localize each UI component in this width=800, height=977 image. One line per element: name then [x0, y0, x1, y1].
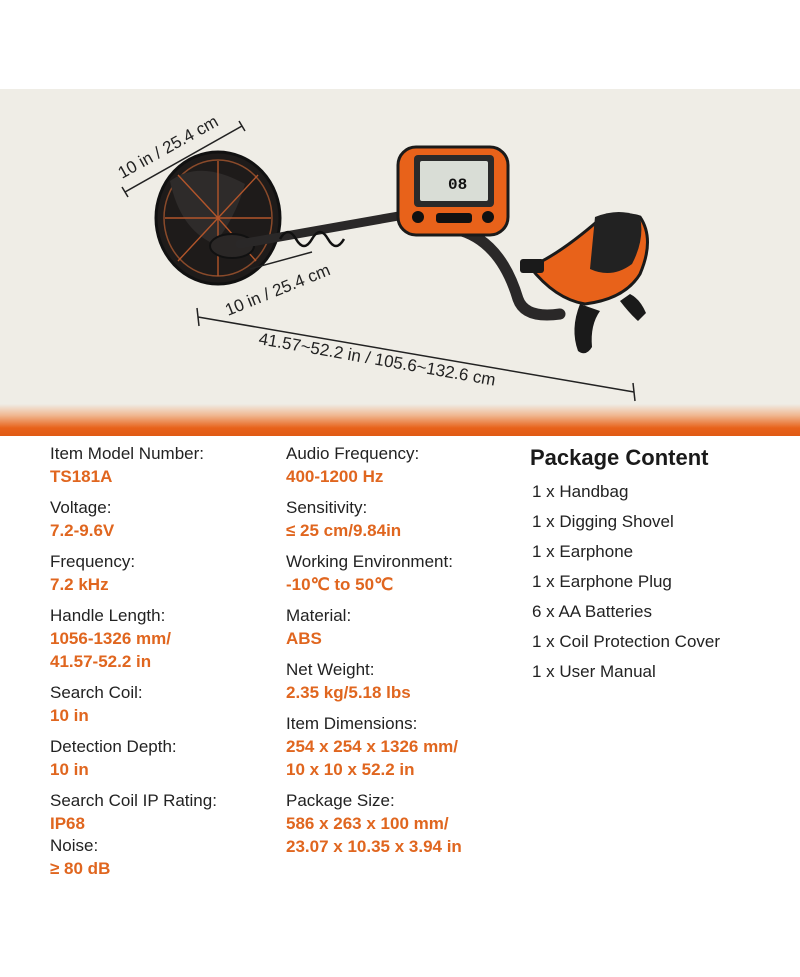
spec-item: Item Model Number: TS181A — [50, 443, 275, 488]
spec-value: 400-1200 Hz — [286, 467, 384, 486]
spec-label: Frequency: — [50, 552, 136, 571]
spec-value: 23.07 x 10.35 x 3.94 in — [286, 837, 462, 856]
spec-value: 254 x 254 x 1326 mm/ — [286, 737, 459, 756]
spec-item: Handle Length: 1056-1326 mm/ 41.57-52.2 … — [50, 605, 275, 673]
spec-item: Sensitivity: ≤ 25 cm/9.84in — [286, 497, 521, 542]
spec-label: Search Coil: — [50, 683, 143, 702]
spec-label: Item Model Number: — [50, 444, 204, 463]
total-length-label: 41.57~52.2 in / 105.6~132.6 cm — [257, 329, 497, 389]
spec-value: ≤ 25 cm/9.84in — [286, 521, 402, 540]
detector-shaft — [235, 208, 566, 321]
spec-value: ABS — [286, 629, 322, 648]
arm-rest — [520, 212, 649, 354]
search-coil — [154, 150, 282, 286]
accent-divider — [0, 404, 800, 436]
spec-label: Voltage: — [50, 498, 112, 517]
spec-value: 586 x 263 x 100 mm/ — [286, 814, 449, 833]
spec-value: 2.35 kg/5.18 lbs — [286, 683, 411, 702]
spec-value: 1056-1326 mm/ — [50, 629, 171, 648]
spec-item: Search Coil IP Rating: IP68 — [50, 790, 275, 835]
spec-item: Working Environment: -10℃ to 50℃ — [286, 551, 521, 596]
spec-label: Item Dimensions: — [286, 714, 418, 733]
spec-value: 10 in — [50, 760, 89, 779]
spec-label: Audio Frequency: — [286, 444, 420, 463]
package-item: 1 x Earphone — [532, 542, 634, 561]
spec-value: 10 x 10 x 52.2 in — [286, 760, 415, 779]
spec-item: Net Weight: 2.35 kg/5.18 lbs — [286, 659, 521, 704]
package-item: 1 x Handbag — [532, 482, 629, 501]
specs-column-right: Audio Frequency: 400-1200 Hz Sensitivity… — [286, 443, 521, 867]
spec-value: TS181A — [50, 467, 113, 486]
package-item: 1 x User Manual — [532, 662, 656, 681]
spec-label: Material: — [286, 606, 352, 625]
spec-item: Audio Frequency: 400-1200 Hz — [286, 443, 521, 488]
package-title: Package Content — [530, 445, 709, 470]
package-item: 1 x Earphone Plug — [532, 572, 672, 591]
package-item: 1 x Coil Protection Cover — [532, 632, 721, 651]
control-box: 08 — [396, 145, 510, 237]
spec-value: -10℃ to 50℃ — [286, 575, 394, 594]
spec-label: Search Coil IP Rating: — [50, 791, 217, 810]
spec-label: Detection Depth: — [50, 737, 177, 756]
spec-value: IP68 — [50, 814, 85, 833]
spec-value: 7.2 kHz — [50, 575, 109, 594]
display-reading: 08 — [448, 176, 467, 194]
package-item: 6 x AA Batteries — [532, 602, 653, 621]
spec-item: Search Coil: 10 in — [50, 682, 275, 727]
spec-item: Voltage: 7.2-9.6V — [50, 497, 275, 542]
spec-value: ≥ 80 dB — [50, 859, 111, 878]
spec-value: 41.57-52.2 in — [50, 652, 152, 671]
spec-item: Noise: ≥ 80 dB — [50, 835, 275, 880]
total-length-dimension: 41.57~52.2 in / 105.6~132.6 cm — [196, 307, 636, 402]
package-content: Package Content 1 x Handbag 1 x Digging … — [530, 443, 790, 692]
specs-column-left: Item Model Number: TS181A Voltage: 7.2-9… — [50, 443, 275, 889]
spec-label: Working Environment: — [286, 552, 453, 571]
spec-label: Handle Length: — [50, 606, 166, 625]
spec-item: Frequency: 7.2 kHz — [50, 551, 275, 596]
spec-item: Package Size: 586 x 263 x 100 mm/ 23.07 … — [286, 790, 521, 858]
spec-item: Item Dimensions: 254 x 254 x 1326 mm/ 10… — [286, 713, 521, 781]
product-hero: 10 in / 25.4 cm 10 in / 25.4 cm — [0, 89, 800, 404]
spec-label: Net Weight: — [286, 660, 375, 679]
spec-label: Package Size: — [286, 791, 395, 810]
spec-label: Noise: — [50, 836, 99, 855]
package-item: 1 x Digging Shovel — [532, 512, 674, 531]
metal-detector-illustration: 10 in / 25.4 cm 10 in / 25.4 cm — [115, 112, 649, 402]
spec-value: 10 in — [50, 706, 89, 725]
spec-label: Sensitivity: — [286, 498, 368, 517]
spec-item: Detection Depth: 10 in — [50, 736, 275, 781]
spec-value: 7.2-9.6V — [50, 521, 115, 540]
spec-item: Material: ABS — [286, 605, 521, 650]
